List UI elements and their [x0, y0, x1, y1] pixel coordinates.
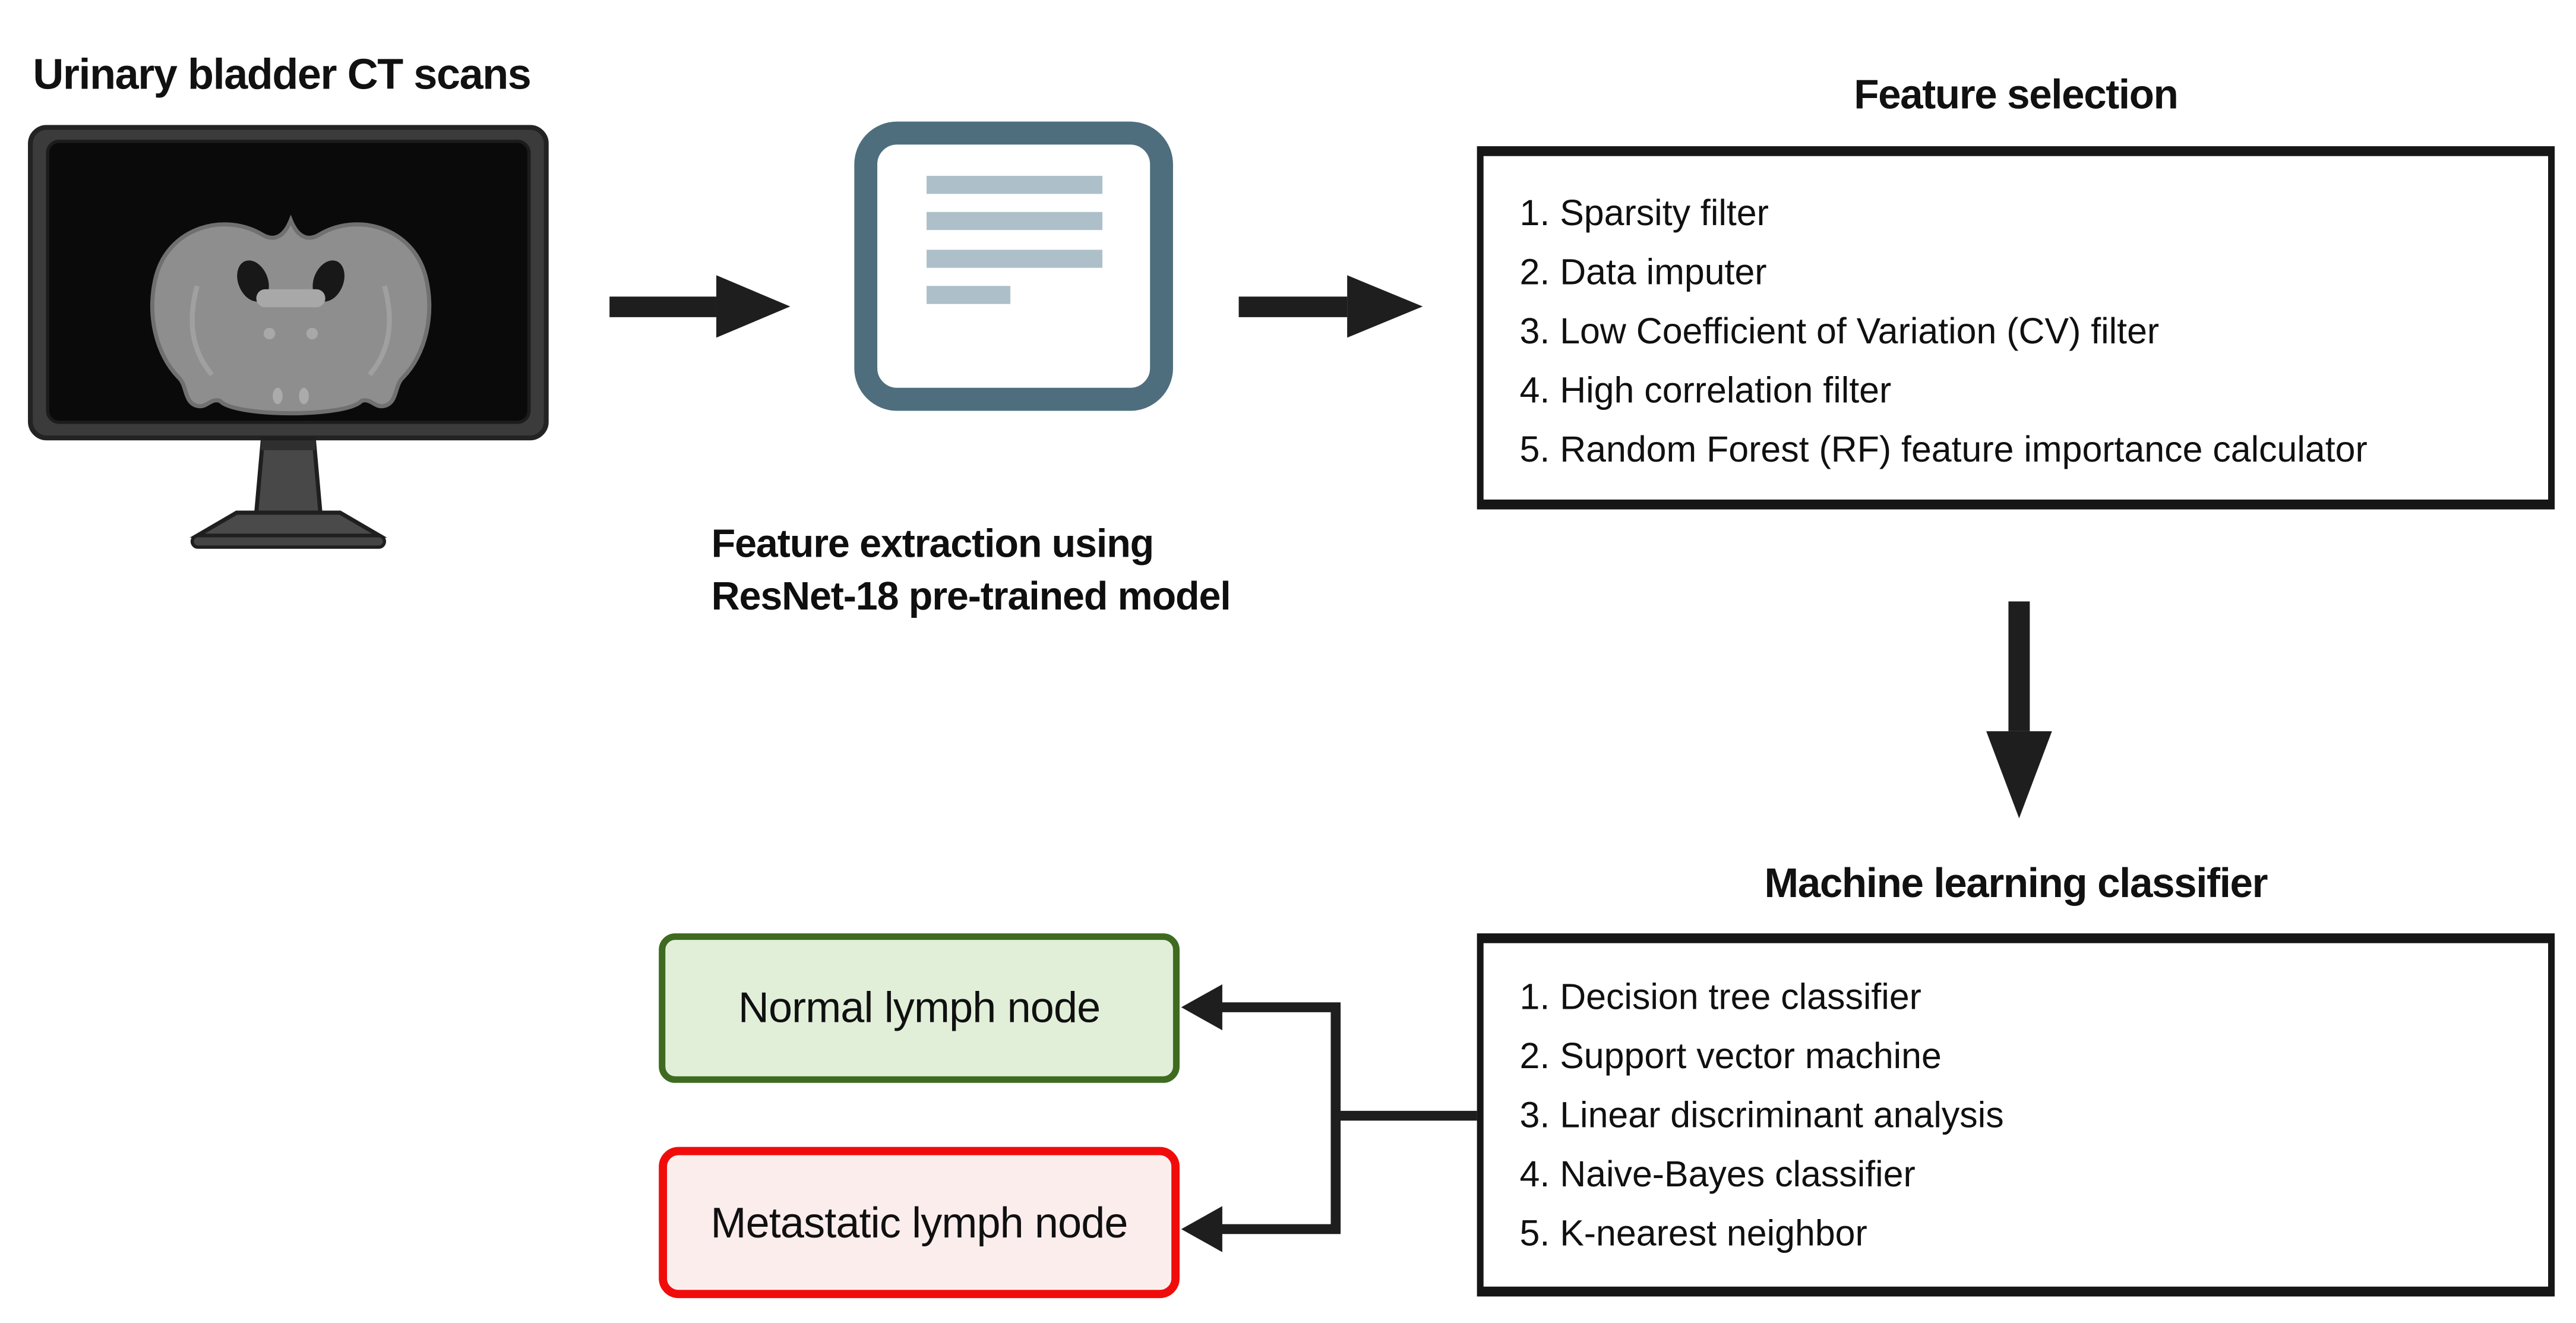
document-text-bar	[927, 211, 1102, 231]
list-item: 1. Sparsity filter	[1519, 192, 1769, 233]
document-text-bar	[927, 250, 1102, 268]
list-item: 2. Data imputer	[1519, 251, 1767, 293]
arrow-down-icon	[1986, 601, 2052, 819]
list-item: 3. Low Coefficient of Variation (CV) fil…	[1519, 310, 2160, 352]
list-item: 3. Linear discriminant analysis	[1519, 1094, 2004, 1136]
normal-lymph-node-box: Normal lymph node	[659, 933, 1180, 1083]
list-item: 4. High correlation filter	[1519, 370, 1892, 411]
document-icon	[854, 121, 1173, 411]
feature-extraction-caption-line2: ResNet-18 pre-trained model	[711, 575, 1231, 620]
ml-classifier-list: 1. Decision tree classifier 2. Support ve…	[1484, 943, 2548, 1264]
feature-extraction-caption: Feature extraction using ResNet-18 pre-t…	[712, 519, 1231, 624]
list-item: 2. Support vector machine	[1519, 1035, 1942, 1076]
feature-extraction-caption-line1: Feature extraction using	[711, 522, 1155, 567]
metastatic-lymph-node-label: Metastatic lymph node	[710, 1197, 1129, 1247]
feature-selection-heading: Feature selection	[1854, 72, 2179, 119]
monitor-stand	[189, 437, 387, 549]
list-item: 4. Naive-Bayes classifier	[1519, 1153, 1916, 1195]
document-text-bar	[927, 286, 1011, 304]
metastatic-lymph-node-box: Metastatic lymph node	[659, 1147, 1180, 1299]
monitor-with-ct-scan-icon	[28, 125, 549, 549]
feature-selection-box: 1. Sparsity filter 2. Data imputer 3. Low …	[1477, 146, 2555, 510]
page-title: Urinary bladder CT scans	[33, 49, 531, 99]
document-text-bar	[927, 175, 1102, 194]
arrow-left-icon	[1181, 1206, 1222, 1252]
list-item: 5. Random Forest (RF) feature importance…	[1519, 428, 2368, 471]
feature-selection-list: 1. Sparsity filter 2. Data imputer 3. Low …	[1484, 156, 2548, 480]
ml-classifier-box: 1. Decision tree classifier 2. Support ve…	[1477, 933, 2555, 1297]
list-item: 1. Decision tree classifier	[1519, 976, 1921, 1018]
ct-scan-image	[150, 214, 432, 416]
ml-classifier-heading: Machine learning classifier	[1764, 861, 2268, 907]
arrow-left-icon	[1181, 984, 1222, 1031]
classifier-output-connector	[1181, 984, 1484, 1252]
list-item: 5. K-nearest neighbor	[1519, 1213, 1867, 1254]
arrow-right-icon	[1238, 275, 1423, 338]
normal-lymph-node-label: Normal lymph node	[738, 983, 1101, 1032]
arrow-right-icon	[609, 275, 791, 338]
